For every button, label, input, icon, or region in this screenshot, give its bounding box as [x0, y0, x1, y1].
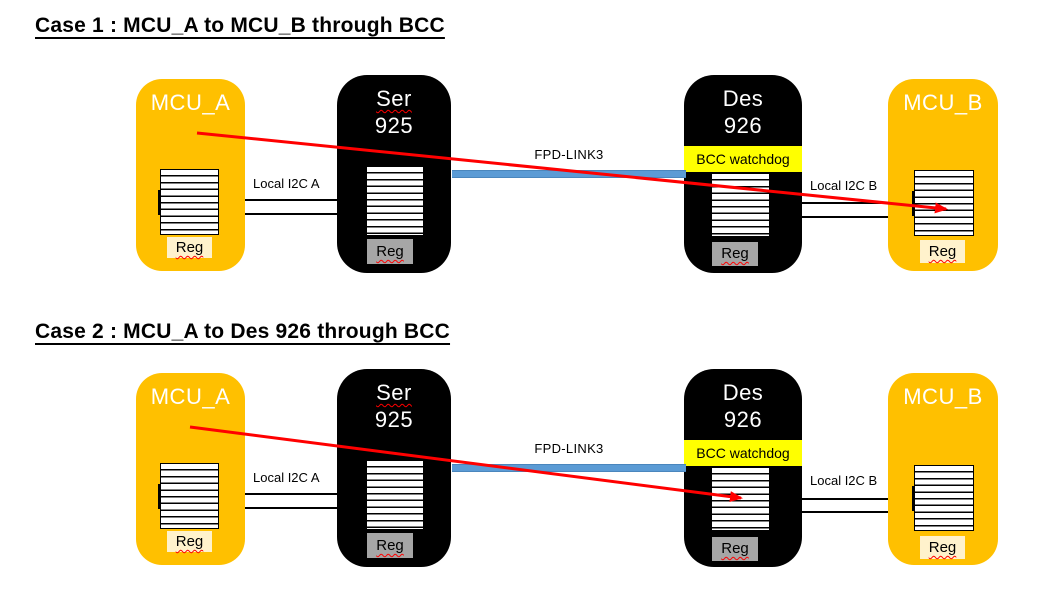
fpd-link3-bar: [452, 170, 686, 178]
i2c-a-line-top: [245, 493, 337, 495]
ser-925-reg-label: Reg: [367, 533, 413, 558]
fpd-link3-bar: [452, 464, 686, 472]
mcu-b-label: MCU_B: [903, 384, 983, 409]
i2c-b-label: Local I2C B: [810, 473, 878, 488]
mcu-b-label: MCU_B: [903, 90, 983, 115]
mcu-a-register-table: [158, 169, 219, 235]
ser-925-register-table: [364, 460, 424, 530]
ser-925-reg-label: Reg: [367, 239, 413, 264]
fpd-link3-label: FPD-LINK3: [534, 147, 604, 162]
mcu-a-reg-label: Reg: [167, 237, 212, 258]
case-1-diagram: Case 1 : MCU_A to MCU_B through BCC MCU_…: [0, 0, 1060, 300]
mcu-b-reg-label: Reg: [920, 240, 965, 263]
des-926-reg-label: Reg: [712, 537, 758, 561]
i2c-a-line-bottom: [245, 213, 337, 215]
mcu-a-register-table: [158, 463, 219, 529]
des-926-register-table: [709, 467, 770, 531]
i2c-b-line-bottom: [802, 511, 888, 513]
i2c-b-line-top: [802, 498, 888, 500]
mcu-b-reg-label: Reg: [920, 536, 965, 559]
i2c-a-label: Local I2C A: [253, 176, 320, 191]
mcu-b-register-table: [912, 465, 974, 531]
mcu-a-label: MCU_A: [150, 90, 231, 115]
i2c-b-line-bottom: [802, 216, 888, 218]
ser-925-register-table: [364, 166, 424, 236]
i2c-a-label: Local I2C A: [253, 470, 320, 485]
mcu-b-register-table: [912, 170, 974, 236]
i2c-a-line-bottom: [245, 507, 337, 509]
mcu-a-reg-label: Reg: [167, 531, 212, 552]
i2c-b-line-top: [802, 202, 888, 204]
fpd-link3-label: FPD-LINK3: [534, 441, 604, 456]
case-2-diagram: Case 2 : MCU_A to Des 926 through BCC MC…: [0, 294, 1060, 594]
i2c-a-line-top: [245, 199, 337, 201]
des-926-reg-label: Reg: [712, 242, 758, 266]
i2c-b-label: Local I2C B: [810, 178, 878, 193]
case-2-title: Case 2 : MCU_A to Des 926 through BCC: [35, 320, 451, 343]
des-926-register-table: [709, 173, 770, 237]
bcc-watchdog-banner: BCC watchdog: [684, 146, 802, 172]
mcu-a-label: MCU_A: [150, 384, 231, 409]
case-1-title: Case 1 : MCU_A to MCU_B through BCC: [35, 14, 445, 37]
bcc-watchdog-banner: BCC watchdog: [684, 440, 802, 466]
